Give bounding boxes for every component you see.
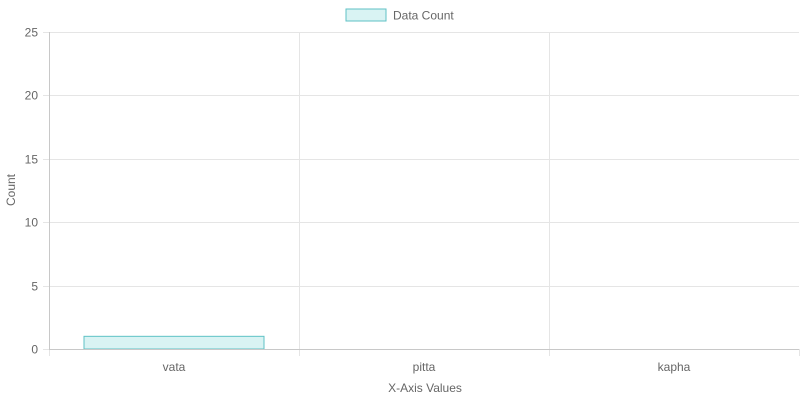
grid (49, 32, 799, 349)
y-tick-label: 15 (25, 153, 39, 167)
y-tick-label: 25 (25, 26, 39, 40)
x-tick-label-pitta: pitta (413, 360, 436, 374)
y-tick-label: 10 (25, 216, 39, 230)
x-axis-title: X-Axis Values (388, 381, 462, 395)
x-tick-labels: vata pitta kapha (163, 360, 691, 374)
legend[interactable]: Data Count (345, 8, 454, 23)
y-tick-labels: 0 5 10 15 20 25 (25, 26, 39, 357)
y-axis-title: Count (4, 173, 18, 206)
y-tick-label: 0 (31, 343, 38, 357)
bars (83, 335, 265, 350)
y-tick-label: 5 (31, 280, 38, 294)
x-tick-label-kapha: kapha (658, 360, 691, 374)
legend-label: Data Count (393, 9, 454, 23)
bar-vata[interactable] (83, 335, 265, 350)
y-tick-label: 20 (25, 89, 39, 103)
x-tick-label-vata: vata (163, 360, 186, 374)
legend-swatch (345, 8, 387, 22)
axes (43, 32, 800, 356)
